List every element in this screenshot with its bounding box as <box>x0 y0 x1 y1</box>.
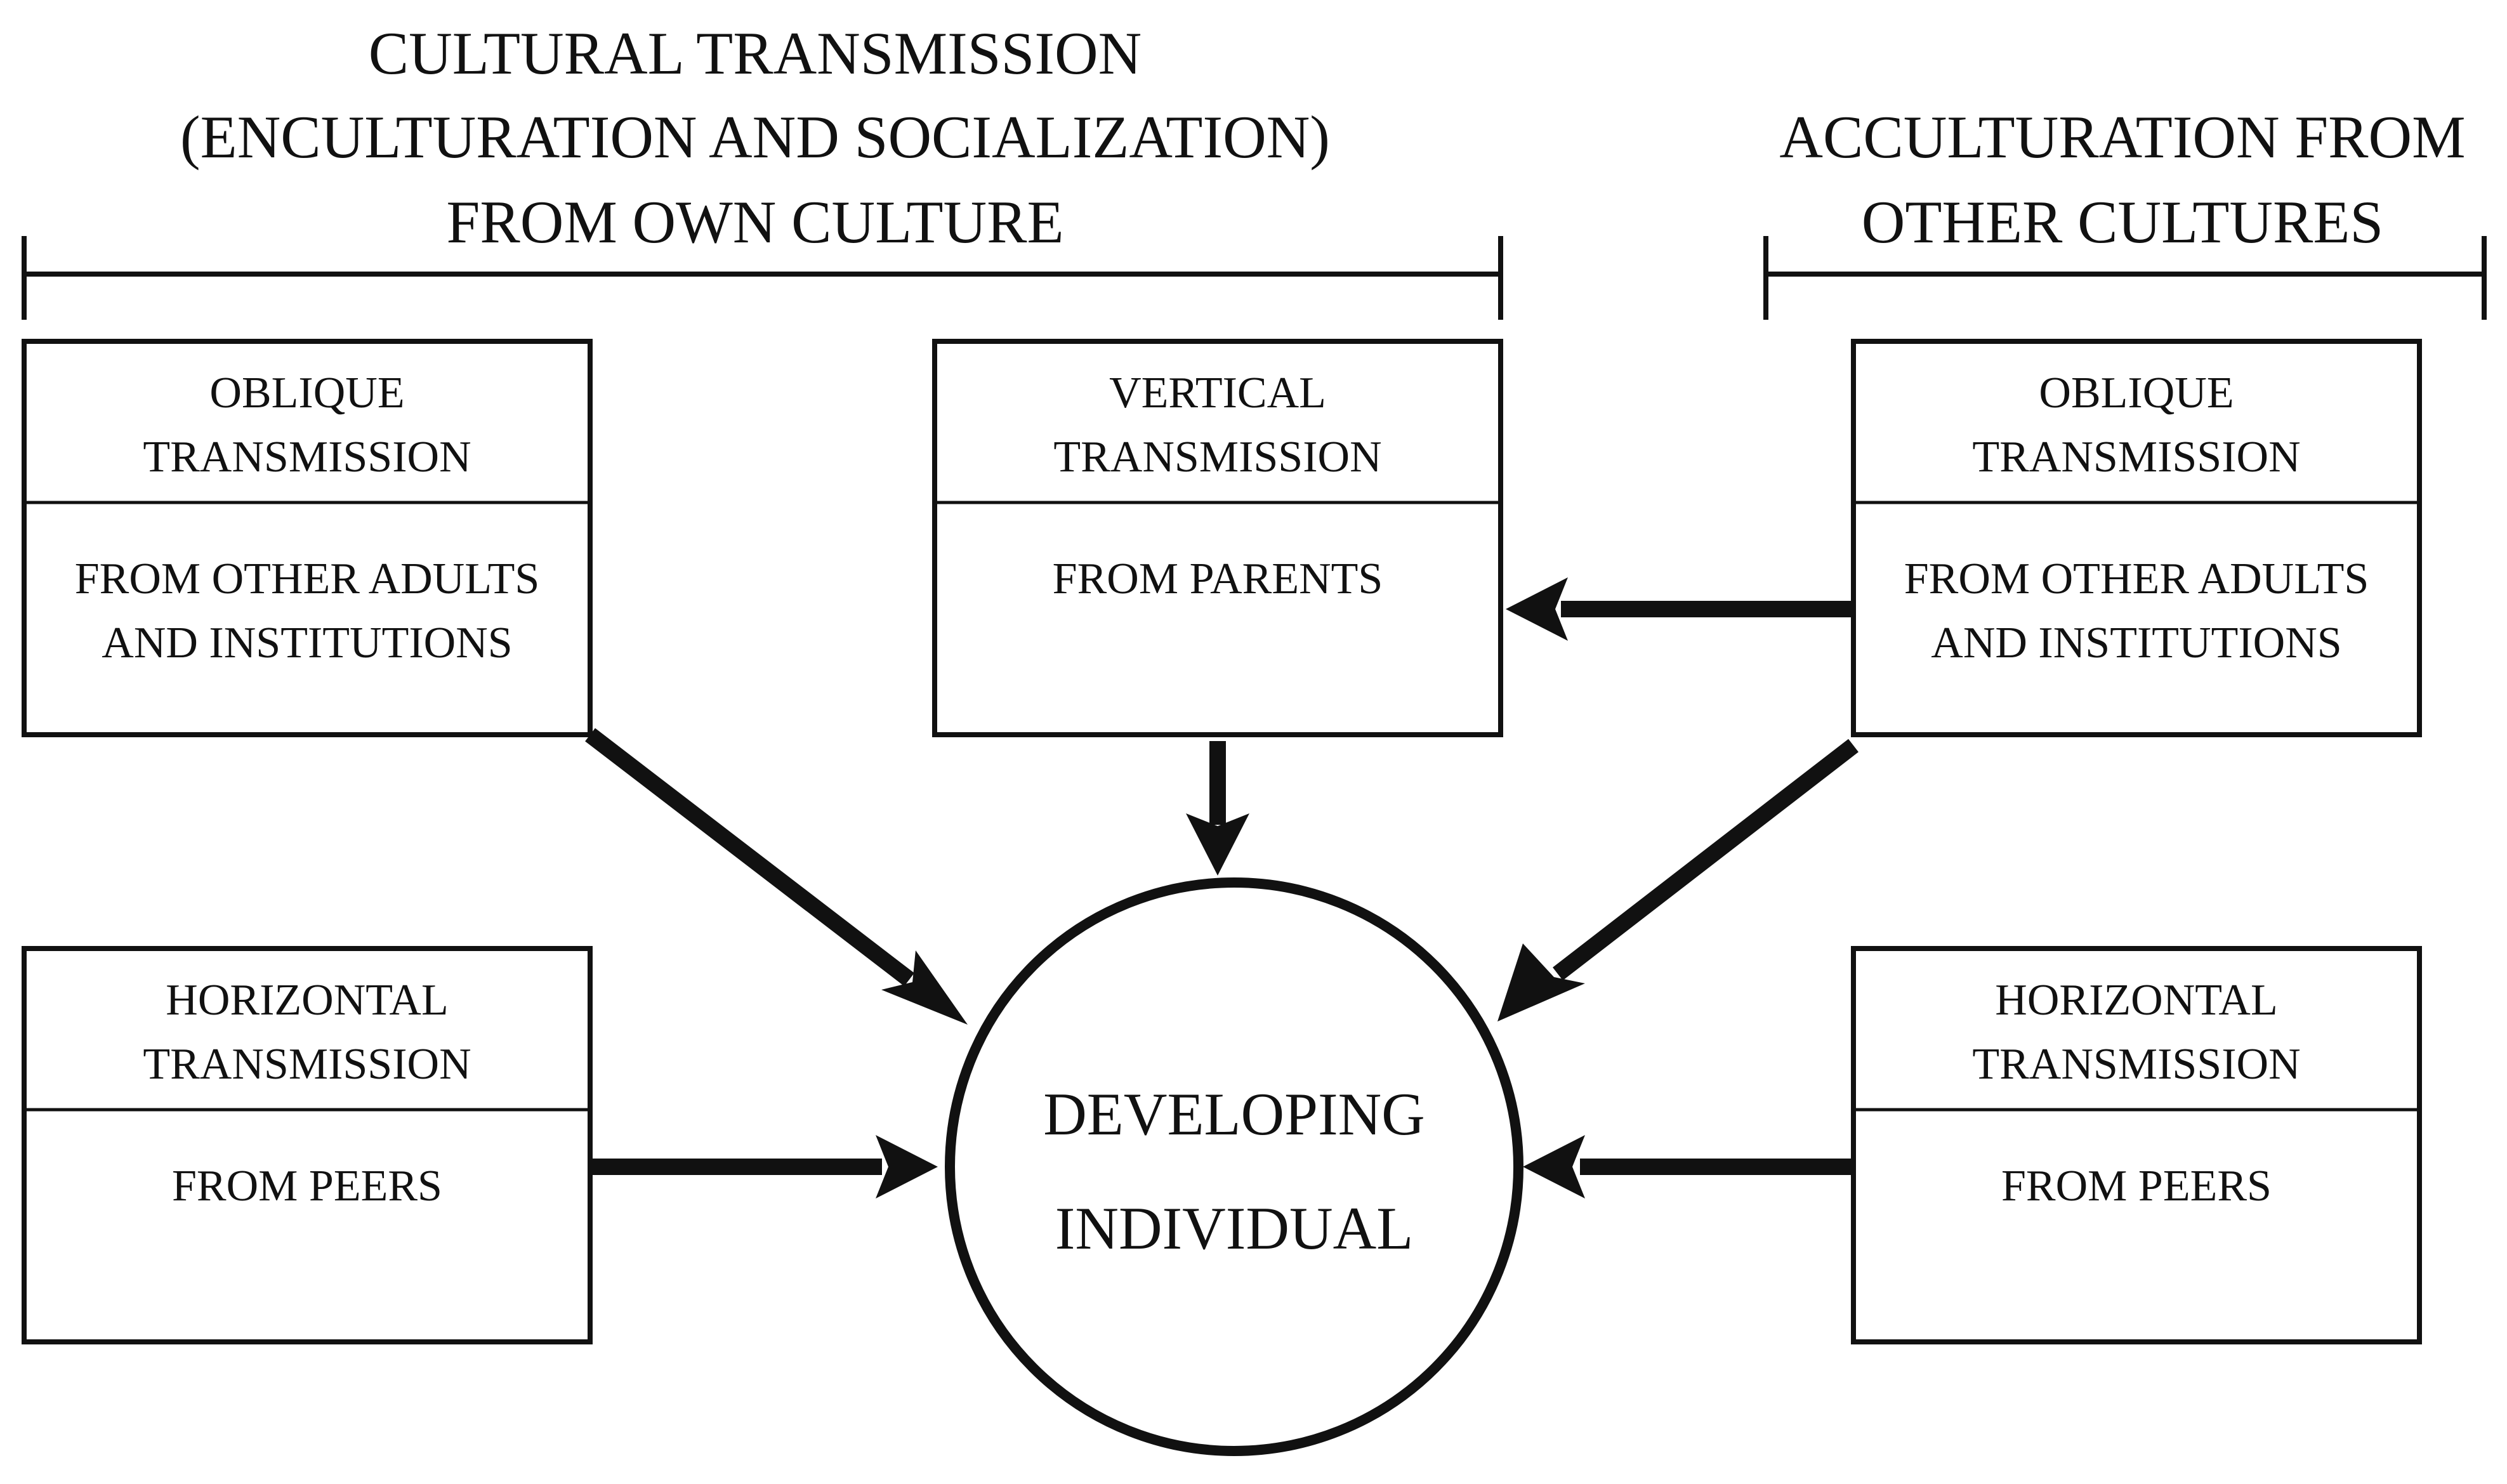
arrow-horizontal-other-to-center <box>1523 1135 1853 1198</box>
other-cultures-header-line-2: OTHER CULTURES <box>1862 188 2384 256</box>
oblique-own-body-line-2: AND INSTITUTIONS <box>102 619 512 667</box>
oblique-other-title-line-2: TRANSMISSION <box>1972 433 2300 482</box>
vertical-own-title-line-2: TRANSMISSION <box>1053 433 1381 482</box>
center-line-2: INDIVIDUAL <box>1055 1195 1414 1262</box>
oblique-own-body-line-1: FROM OTHER ADULTS <box>75 555 540 603</box>
arrow-oblique-own-to-center <box>585 728 968 1025</box>
horizontal-other-body-line-1: FROM PEERS <box>2001 1162 2272 1211</box>
arrow-vertical-own-to-center <box>1186 741 1249 876</box>
other-cultures-bracket <box>1763 236 2487 320</box>
own-culture-header-line-2: (ENCULTURATION AND SOCIALIZATION) <box>180 103 1330 171</box>
oblique-own-title-line-2: TRANSMISSION <box>143 433 471 482</box>
center-line-1: DEVELOPING <box>1043 1080 1425 1148</box>
vertical-own-title-line-1: VERTICAL <box>1109 369 1326 417</box>
other-cultures-header: ACCULTURATION FROM OTHER CULTURES <box>1779 103 2465 256</box>
horizontal-other-title-line-1: HORIZONTAL <box>1995 976 2277 1025</box>
horizontal-own-body-line-1: FROM PEERS <box>172 1162 442 1211</box>
vertical-own-box: VERTICAL TRANSMISSION FROM PARENTS <box>932 339 1503 737</box>
horizontal-own-title-line-1: HORIZONTAL <box>166 976 448 1025</box>
arrow-horizontal-own-to-center <box>590 1135 938 1198</box>
developing-individual-node: DEVELOPING INDIVIDUAL <box>945 877 1523 1456</box>
oblique-other-body-line-1: FROM OTHER ADULTS <box>1904 555 2369 603</box>
arrow-oblique-other-to-center <box>1497 739 1859 1021</box>
own-culture-header-line-1: CULTURAL TRANSMISSION <box>369 20 1142 87</box>
horizontal-other-title-line-2: TRANSMISSION <box>1972 1040 2300 1089</box>
other-cultures-header-line-1: ACCULTURATION FROM <box>1779 103 2465 171</box>
oblique-other-box: OBLIQUE TRANSMISSION FROM OTHER ADULTS A… <box>1851 339 2422 737</box>
vertical-own-body-line-1: FROM PARENTS <box>1053 555 1383 603</box>
oblique-other-body-line-2: AND INSTITUTIONS <box>1931 619 2341 667</box>
own-culture-bracket <box>22 236 1503 320</box>
horizontal-other-box: HORIZONTAL TRANSMISSION FROM PEERS <box>1851 946 2422 1344</box>
own-culture-header: CULTURAL TRANSMISSION (ENCULTURATION AND… <box>180 20 1330 256</box>
oblique-own-title-line-1: OBLIQUE <box>209 369 404 417</box>
oblique-other-title-line-1: OBLIQUE <box>2039 369 2234 417</box>
own-culture-header-line-3: FROM OWN CULTURE <box>447 188 1064 256</box>
horizontal-own-box: HORIZONTAL TRANSMISSION FROM PEERS <box>22 946 593 1344</box>
horizontal-own-title-line-2: TRANSMISSION <box>143 1040 471 1089</box>
arrow-oblique-other-to-vertical-own <box>1506 577 1853 641</box>
oblique-own-box: OBLIQUE TRANSMISSION FROM OTHER ADULTS A… <box>22 339 593 737</box>
